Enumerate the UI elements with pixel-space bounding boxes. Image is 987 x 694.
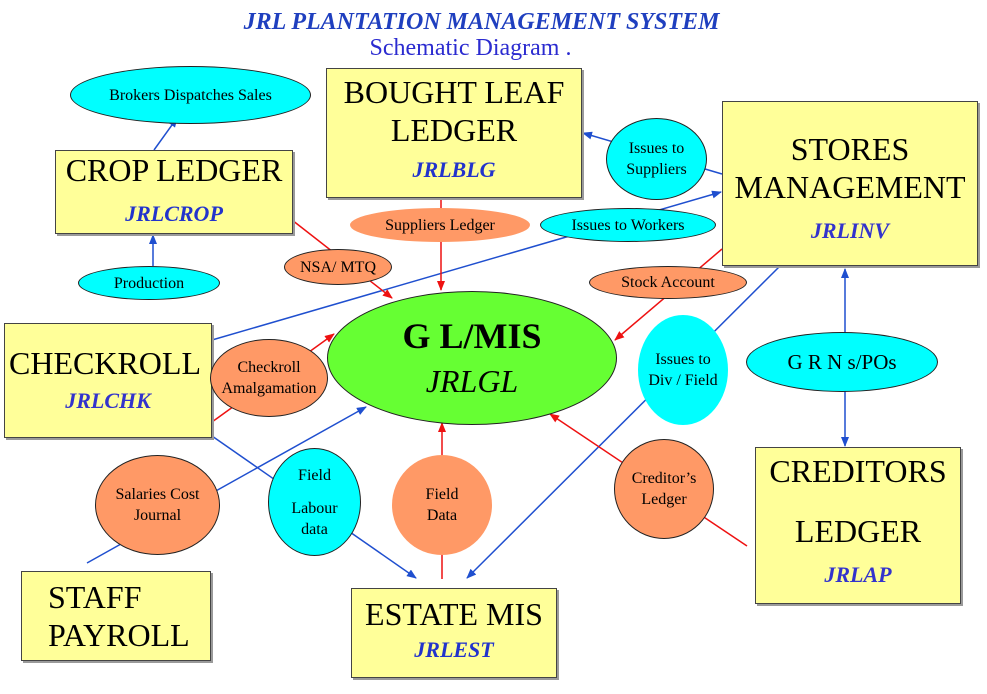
flow-field-labour-data[interactable]: Field Labour data [268, 448, 361, 556]
flow-label: Stock Account [621, 274, 715, 291]
module-code: JRLCROP [125, 201, 223, 226]
flow-checkroll-amalgamation[interactable]: Checkroll Amalgamation [210, 339, 328, 417]
flow-salaries-cost-journal[interactable]: Salaries Cost Journal [95, 455, 220, 555]
flow-brokers-dispatches-sales[interactable]: Brokers Dispatches Sales [70, 66, 311, 124]
module-name-line2: PAYROLL [48, 617, 190, 653]
flow-creditors-ledger[interactable]: Creditor’s Ledger [614, 439, 714, 539]
module-name-line1: STAFF [48, 579, 142, 615]
flow-label-line2: Suppliers [626, 161, 687, 178]
flow-label: Suppliers Ledger [385, 216, 495, 234]
flow-label-line1: Creditor’s [631, 470, 697, 487]
flow-label: NSA/ MTQ [299, 258, 376, 276]
module-stores-management[interactable]: STORES MANAGEMENT JRLINV [722, 101, 978, 266]
module-name-line2: LEDGER [794, 513, 922, 549]
module-name: CHECKROLL [9, 345, 201, 381]
core-title: G L/MIS [402, 316, 542, 356]
flow-label-line2: Ledger [641, 491, 687, 508]
flow-issues-to-div-field[interactable]: Issues to Div / Field [638, 315, 728, 425]
module-name-line1: CREDITORS [769, 453, 947, 489]
flow-nsa-mtq[interactable]: NSA/ MTQ [284, 249, 392, 285]
module-code: JRLBLG [412, 157, 496, 182]
flow-issues-to-suppliers[interactable]: Issues to Suppliers [606, 118, 707, 200]
flow-label-line1: Salaries Cost [115, 486, 200, 503]
module-name: ESTATE MIS [365, 596, 543, 632]
module-creditors-ledger[interactable]: CREDITORS LEDGER JRLAP [755, 447, 961, 604]
flow-production[interactable]: Production [78, 266, 220, 300]
module-name-line1: BOUGHT LEAF [343, 74, 565, 110]
flow-stock-account[interactable]: Stock Account [589, 266, 747, 299]
module-name: CROP LEDGER [65, 152, 283, 188]
module-code: JRLEST [414, 637, 494, 662]
module-checkroll[interactable]: CHECKROLL JRLCHK [4, 323, 212, 438]
flow-label-line2: Amalgamation [221, 380, 317, 397]
flow-label-line1: Issues to [628, 140, 685, 157]
diagram-title: JRL PLANTATION MANAGEMENT SYSTEM [243, 9, 720, 35]
module-name-line2: LEDGER [390, 112, 518, 148]
flow-field-data[interactable]: Field Data [392, 455, 492, 555]
module-code: JRLAP [824, 562, 892, 587]
module-code: JRLCHK [65, 388, 151, 413]
flow-label-line1: Checkroll [237, 359, 301, 376]
flow-label: Issues to Workers [571, 216, 685, 234]
module-bought-leaf-ledger[interactable]: BOUGHT LEAF LEDGER JRLBLG [326, 68, 582, 198]
module-staff-payroll[interactable]: STAFF PAYROLL [21, 571, 211, 661]
module-name-line1: STORES [790, 131, 910, 167]
flow-label-line2: Data [426, 507, 458, 524]
core-code: JRLGL [425, 363, 519, 399]
flow-label: Brokers Dispatches Sales [109, 86, 272, 104]
module-name-line2: MANAGEMENT [734, 169, 966, 205]
flow-issues-to-workers[interactable]: Issues to Workers [540, 208, 716, 242]
flow-label-line1: Issues to [655, 351, 711, 368]
module-estate-mis[interactable]: ESTATE MIS JRLEST [351, 588, 557, 678]
flow-label-line2: Labour [291, 499, 338, 517]
core-gl-mis[interactable]: G L/MIS JRLGL [327, 291, 617, 425]
diagram-subtitle: Schematic Diagram . [369, 35, 572, 61]
flow-label: Production [113, 274, 185, 292]
flow-label-line2: Journal [133, 507, 182, 524]
flow-label-line1: Field [425, 486, 459, 503]
flow-label-line3: data [301, 520, 328, 538]
flow-grns-pos[interactable]: G R N s/POs [746, 332, 938, 392]
module-code: JRLINV [810, 218, 890, 243]
flow-label-line1: Field [298, 466, 331, 484]
module-crop-ledger[interactable]: CROP LEDGER JRLCROP [55, 150, 293, 234]
flow-suppliers-ledger[interactable]: Suppliers Ledger [350, 208, 530, 242]
arrow-stores-to-estate [466, 265, 781, 579]
flow-label: G R N s/POs [787, 349, 897, 374]
flow-label-line2: Div / Field [648, 372, 718, 389]
